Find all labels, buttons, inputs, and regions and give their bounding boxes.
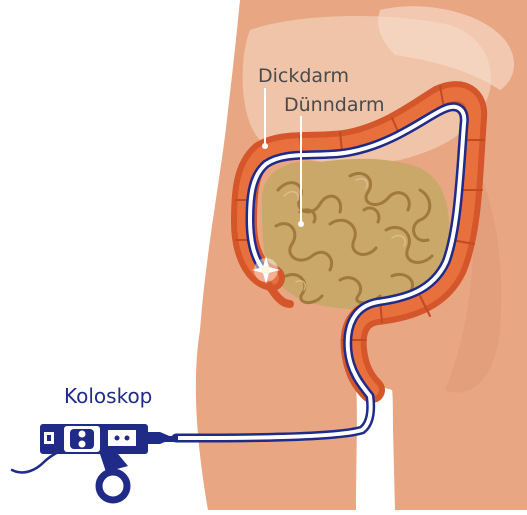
colon-pointer-dot: [262, 143, 268, 149]
small-intestine-pointer-dot: [298, 221, 304, 227]
colonoscope-label: Koloskop: [64, 386, 152, 406]
small-intestine-label: Dünndarm: [284, 96, 384, 115]
colon-label: Dickdarm: [258, 67, 349, 86]
colonoscope-handle: [12, 424, 178, 500]
